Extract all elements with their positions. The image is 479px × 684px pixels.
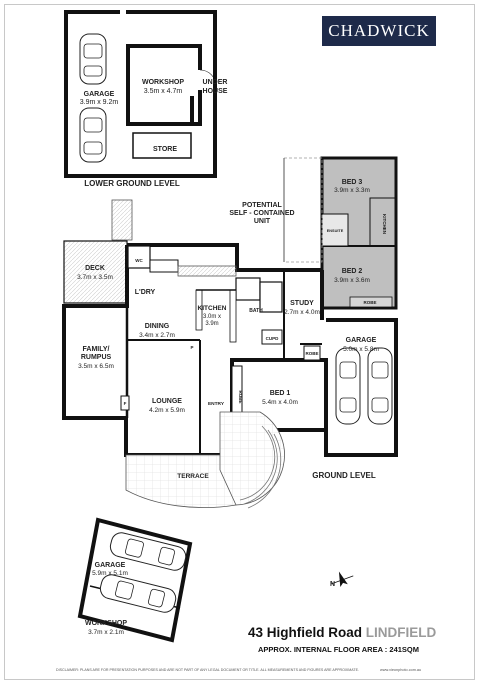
store-room <box>132 132 192 159</box>
dims-deck: 3.7m x 3.5m <box>77 274 113 281</box>
dims-study: 2.7m x 4.0m <box>284 309 320 316</box>
dims-kitchen-2: 3.9m <box>205 321 218 327</box>
dims-garage-ground: 5.0m x 5.8m <box>343 346 379 353</box>
label-garage-detached: GARAGE <box>95 562 126 569</box>
ground-level <box>62 156 398 509</box>
agency-logo: CHADWICK <box>322 16 436 46</box>
label-bed1: BED 1 <box>270 390 291 397</box>
dims-garage-detached: 5.9m x 5.1m <box>92 570 128 577</box>
label-ground-level: GROUND LEVEL <box>312 471 376 480</box>
label-lower-ground-level: LOWER GROUND LEVEL <box>84 179 180 188</box>
label-cupd: CUPD <box>266 336 280 341</box>
dims-family: 3.5m x 6.5m <box>78 363 114 370</box>
label-wc: WC <box>135 258 143 263</box>
label-workshop-lower: WORKSHOP <box>142 79 184 86</box>
label-garage-lower: GARAGE <box>84 91 115 98</box>
label-ensuite: ENSUITE <box>327 229 344 233</box>
floor-area: APPROX. INTERNAL FLOOR AREA : 241SQM <box>258 645 419 654</box>
label-bed2: BED 2 <box>342 268 363 275</box>
label-pantry: P <box>190 345 193 350</box>
label-under-house-2: HOUSE <box>203 88 228 95</box>
label-workshop-detached: WORKSHOP <box>85 620 127 627</box>
property-address: 43 Highfield Road LINDFIELD <box>248 625 436 640</box>
dims-workshop-detached: 3.7m x 2.1m <box>88 629 124 636</box>
label-terrace: TERRACE <box>177 473 209 480</box>
label-family-1: FAMILY/ <box>83 346 110 353</box>
label-bath: BATH <box>249 308 263 314</box>
dims-garage-lower: 3.9m x 9.2m <box>80 99 119 106</box>
car-icon <box>79 107 107 163</box>
lower-ground-level <box>64 9 217 178</box>
suburb-name: LINDFIELD <box>365 625 437 640</box>
stairs <box>111 199 133 241</box>
label-dining: DINING <box>145 323 170 330</box>
dims-kitchen-1: 3.0m x <box>203 314 221 320</box>
north-compass-icon <box>330 571 354 588</box>
note-potential-3: UNIT <box>254 218 271 225</box>
label-robe-study: ROBE <box>305 351 318 356</box>
dims-bed2: 3.9m x 3.6m <box>334 277 370 284</box>
website-text: www.vieonphoto.com.au <box>380 668 422 672</box>
dims-lounge: 4.2m x 5.9m <box>149 407 185 414</box>
label-bed3: BED 3 <box>342 179 363 186</box>
label-fireplace: F <box>124 401 127 406</box>
label-kitchenette: KITCHEN <box>382 214 387 234</box>
label-store: STORE <box>153 146 177 153</box>
deck-area <box>63 240 128 304</box>
terrace-area <box>125 454 237 509</box>
label-laundry: L'DRY <box>135 289 156 296</box>
label-garage-ground: GARAGE <box>346 337 377 344</box>
car-icon <box>79 33 107 85</box>
label-kitchen: KITCHEN <box>198 305 227 312</box>
dims-bed3: 3.9m x 3.3m <box>334 187 370 194</box>
note-potential-2: SELF - CONTAINED <box>229 210 294 217</box>
label-entry: ENTRY <box>208 401 225 407</box>
dims-workshop-lower: 3.5m x 4.7m <box>144 88 183 95</box>
disclaimer-text: DISCLAIMER: PLANS ARE FOR PRESENTATION P… <box>56 668 360 672</box>
car-icon <box>335 347 361 425</box>
page-border <box>4 4 475 680</box>
car-icon <box>109 532 187 571</box>
dims-dining: 3.4m x 2.7m <box>139 332 175 339</box>
detached-garage <box>77 517 193 643</box>
label-robe-bed2: ROBE <box>363 300 376 305</box>
car-icon <box>99 574 177 613</box>
label-robe-bed1: ROBE <box>238 390 243 403</box>
label-study: STUDY <box>290 300 314 307</box>
car-icon <box>367 347 393 425</box>
label-deck: DECK <box>85 265 105 272</box>
note-potential-1: POTENTIAL <box>242 202 282 209</box>
label-family-2: RUMPUS <box>81 354 112 361</box>
label-under-house-1: UNDER <box>203 79 228 86</box>
street-address: 43 Highfield Road <box>248 625 363 640</box>
label-lounge: LOUNGE <box>152 398 182 405</box>
compass-north-label: N <box>330 581 335 588</box>
dims-bed1: 5.4m x 4.0m <box>262 399 298 406</box>
